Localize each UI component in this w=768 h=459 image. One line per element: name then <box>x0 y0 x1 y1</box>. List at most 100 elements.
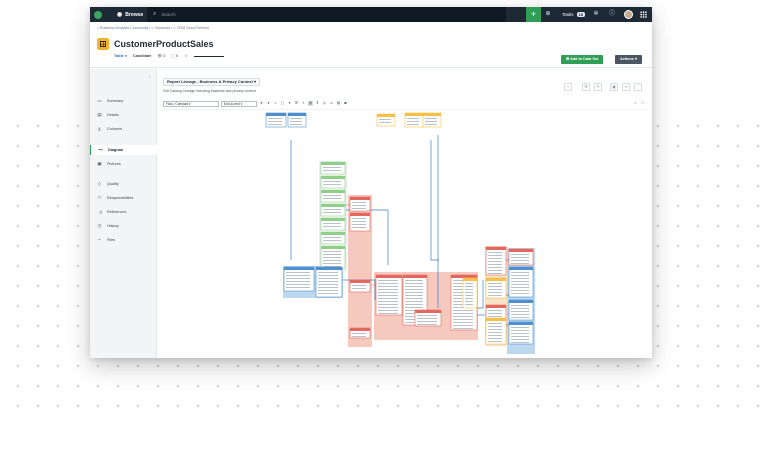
cart-icon: ⊞ <box>566 57 571 61</box>
summary-icon: ▭ <box>97 98 102 103</box>
avatar[interactable] <box>624 10 633 19</box>
comments-counter[interactable]: ⬚ 0 <box>171 54 179 58</box>
camera-icon[interactable]: ◙ <box>344 101 347 105</box>
lineage-node[interactable] <box>485 317 507 345</box>
app-logo[interactable] <box>90 7 105 22</box>
sidebar-item-label: References <box>107 210 127 214</box>
lineage-node[interactable] <box>349 327 371 339</box>
lineage-node[interactable] <box>414 309 442 327</box>
grid-view-icon[interactable]: ▥ <box>308 101 313 106</box>
eye-icon[interactable]: ◎ <box>322 101 327 105</box>
lineage-node[interactable] <box>422 112 442 128</box>
lineage-node[interactable] <box>265 112 287 128</box>
sidebar-item-references[interactable]: ⤨References <box>90 207 157 217</box>
image-icon[interactable]: ▧ <box>336 101 341 105</box>
share-icon[interactable]: ⋖ <box>622 83 630 91</box>
search-placeholder: Search <box>161 12 176 17</box>
asset-type[interactable]: Table ● <box>114 53 127 58</box>
lineage-node[interactable] <box>315 266 343 298</box>
browse-button[interactable]: ◉ Browse <box>111 7 149 22</box>
compass-icon: ◉ <box>117 12 123 18</box>
responsibilities-icon: ⚇ <box>97 195 102 200</box>
sidebar-item-summary[interactable]: ▭ Summary <box>90 96 157 106</box>
rewind-icon[interactable]: « <box>302 101 305 105</box>
search-input[interactable]: ⌕ Search <box>147 7 506 22</box>
diagram-view-select[interactable]: Report Lineage - Business & Privacy Cont… <box>163 78 260 86</box>
lineage-node[interactable] <box>485 277 507 299</box>
edit-icon[interactable]: ✎ <box>594 83 602 91</box>
details-icon: ▤ <box>97 112 102 117</box>
lineage-node[interactable] <box>283 266 315 292</box>
lineage-node[interactable] <box>349 196 371 212</box>
tasks-button[interactable]: Tasks 18 <box>562 7 585 22</box>
page-title: CustomerProductSales <box>114 39 214 49</box>
filter-icon[interactable]: ⊽ <box>316 101 319 105</box>
sidebar-item-files[interactable]: ⌁Files <box>90 235 157 245</box>
lineage-node[interactable] <box>349 279 371 293</box>
breadcrumb-item[interactable]: CRM Cloud Refined <box>176 26 209 30</box>
list-icon[interactable]: ☰ <box>294 101 299 105</box>
sidebar-item-responsibilities[interactable]: ⚇Responsibilities <box>90 193 157 203</box>
lineage-node[interactable] <box>376 113 396 127</box>
sidebar-item-pictures[interactable]: ▣Pictures <box>90 159 157 169</box>
sidebar-item-label: Columns <box>107 127 122 131</box>
sidebar-item-diagram[interactable]: ⊶Diagram <box>90 145 157 155</box>
collapse-sidebar-icon[interactable]: ‹ <box>149 74 151 80</box>
sidebar-item-label: Summary <box>107 99 124 103</box>
lineage-node[interactable] <box>508 299 534 321</box>
search-icon: ⌕ <box>153 11 157 17</box>
breadcrumb-item[interactable]: Schemas <box>155 26 171 30</box>
save-icon[interactable]: ▣ <box>610 83 618 91</box>
create-button[interactable]: + <box>526 7 541 22</box>
apps-grid-icon[interactable] <box>640 11 647 18</box>
lineage-node[interactable] <box>375 274 403 316</box>
lineage-node[interactable] <box>320 203 346 217</box>
node-dot-icon[interactable]: ● <box>267 101 270 105</box>
lineage-node[interactable] <box>320 161 346 175</box>
layout-select[interactable]: Flow / Compact ▾ <box>163 100 219 107</box>
lineage-node[interactable] <box>508 321 534 345</box>
sidebar-item-history[interactable]: ◷History <box>90 221 157 231</box>
link-icon[interactable]: ∞ <box>330 101 333 105</box>
node-dot-icon[interactable]: ● <box>260 101 263 105</box>
diagram-description: Full Catalog Lineage including business … <box>163 89 256 93</box>
breadcrumb: ⌂ Business Analysts Community / ◇ Schema… <box>97 26 209 30</box>
rating-icon[interactable]: ☆ <box>184 54 188 58</box>
lineage-node[interactable] <box>462 277 478 309</box>
zoom-icon[interactable]: ⌕ <box>634 101 637 105</box>
lineage-node[interactable] <box>320 189 346 203</box>
lineage-node[interactable] <box>320 245 346 269</box>
lineage-node[interactable] <box>320 175 346 189</box>
lineage-node[interactable] <box>508 248 534 266</box>
views-counter: 👁 0 <box>157 54 166 58</box>
bot-icon[interactable]: ⊕ <box>545 11 551 17</box>
direction-select[interactable]: End-to-end ▾ <box>221 100 257 107</box>
help-icon[interactable]: ⓘ <box>608 11 615 17</box>
sidebar-item-quality[interactable]: ◇Quality <box>90 179 157 189</box>
lineage-node[interactable] <box>287 112 307 128</box>
lineage-node[interactable] <box>320 217 346 231</box>
add-icon[interactable]: + <box>564 83 572 91</box>
lineage-node[interactable] <box>349 212 371 232</box>
app-window: ◉ Browse ⌕ Search + ⊕ Tasks 18 ✲ ⓘ ⌂ Bus… <box>90 7 652 358</box>
lineage-diagram-canvas[interactable] <box>163 109 647 356</box>
more-icon[interactable]: ⋮ <box>634 83 642 91</box>
node-dot-icon[interactable]: ● <box>288 101 291 105</box>
sidebar-item-columns[interactable]: ⫴Columns <box>90 124 157 134</box>
sidebar: ‹ ▭ Summary ▤Details ⫴Columns ⊶Diagram ▣Pictu… <box>90 69 157 358</box>
settings-icon[interactable]: ⚙ <box>582 83 590 91</box>
breadcrumb-item[interactable]: Business Analysts Community <box>100 26 149 30</box>
actions-button[interactable]: Actions ▾ <box>615 55 642 64</box>
lineage-node[interactable] <box>320 231 346 245</box>
lineage-graph <box>265 112 535 356</box>
lineage-node[interactable] <box>485 246 507 276</box>
settings-icon[interactable]: ✲ <box>593 11 599 17</box>
chevron-down-icon: ▾ <box>253 79 256 84</box>
lineage-node[interactable] <box>508 266 534 298</box>
sidebar-item-details[interactable]: ▤Details <box>90 110 157 120</box>
hierarchy-icon[interactable]: ⌗ <box>274 101 277 105</box>
fullscreen-icon[interactable]: ⛶ <box>641 101 644 105</box>
add-to-dataset-button[interactable]: ⊞ Add to Data Set <box>561 55 604 64</box>
frame-icon[interactable]: ▢ <box>280 101 285 105</box>
lineage-node[interactable] <box>404 112 424 128</box>
